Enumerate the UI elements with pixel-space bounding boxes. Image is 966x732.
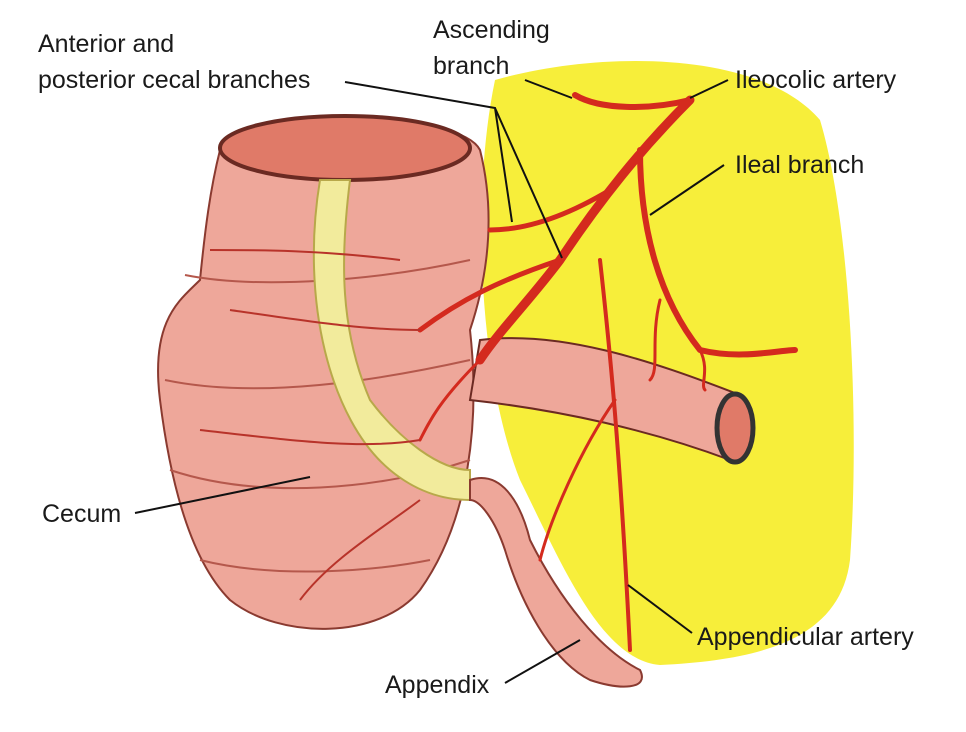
label-ascending-1: Ascending bbox=[433, 16, 550, 44]
leader-ileal bbox=[649, 164, 725, 216]
ileum-opening bbox=[714, 391, 756, 465]
leader-ascending bbox=[524, 79, 573, 99]
cecal-vessels bbox=[199, 249, 421, 601]
label-cecum: Cecum bbox=[42, 500, 121, 528]
leader-cecum bbox=[134, 476, 311, 514]
leader-appendicular bbox=[627, 584, 693, 634]
appendix-shape bbox=[469, 477, 643, 688]
label-appendix: Appendix bbox=[385, 671, 490, 699]
label-cecal-branches-2: posterior cecal branches bbox=[38, 66, 310, 94]
taenia-coli bbox=[312, 179, 471, 502]
label-ileal-branch: Ileal branch bbox=[735, 151, 864, 179]
label-ascending-2: branch bbox=[433, 52, 509, 80]
cecum-opening bbox=[218, 114, 472, 182]
label-appendicular-artery: Appendicular artery bbox=[697, 623, 914, 651]
leader-appendix bbox=[504, 639, 581, 684]
label-ileocolic-artery: Ileocolic artery bbox=[735, 66, 897, 94]
cecum-body bbox=[157, 119, 490, 630]
leader-ileocolic bbox=[689, 79, 729, 99]
arteries bbox=[417, 92, 798, 652]
leader-cecal-branches bbox=[344, 81, 563, 259]
mesentery bbox=[481, 60, 854, 665]
label-cecal-branches-1: Anterior and bbox=[38, 30, 174, 58]
